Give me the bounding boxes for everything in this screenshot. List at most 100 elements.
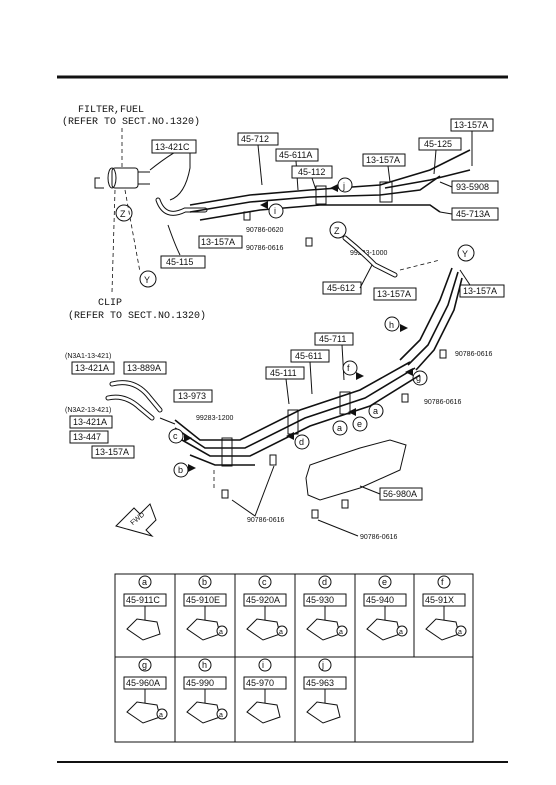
svg-text:c: c	[173, 431, 178, 441]
legend-part: 45-963	[306, 678, 334, 688]
label-45-712: 45-712	[237, 132, 279, 186]
svg-text:13-421C: 13-421C	[155, 142, 190, 152]
label-93-5908: 93-5908	[439, 180, 499, 194]
svg-text:90786-0616: 90786-0616	[424, 399, 461, 406]
clip-sketch	[126, 701, 161, 724]
label-45-711: 45-711	[314, 332, 354, 381]
svg-text:45-125: 45-125	[424, 139, 452, 149]
label-13-447: 13-447	[69, 430, 109, 444]
svg-text:56-980A: 56-980A	[383, 489, 417, 499]
bracket-56-980A: 56-980A 90786-0616	[305, 439, 423, 541]
label-45-713A: 45-713A	[439, 207, 499, 221]
clip-sketch	[425, 618, 460, 641]
label-45-611A: 45-611A	[275, 148, 319, 191]
clip-sketch	[186, 701, 221, 724]
clip-sketch	[306, 701, 341, 724]
callout-a-1: a	[368, 403, 384, 419]
legend-part: 45-930	[306, 595, 334, 605]
clip-sketch	[126, 618, 161, 641]
svg-text:45-612: 45-612	[327, 283, 355, 293]
legend-sub: a	[159, 712, 163, 719]
note-n3a1: (N3A1-13-421)	[65, 353, 111, 360]
label-45-111: 45-111	[265, 366, 305, 405]
label-13-157A-topright: 13-157A	[450, 118, 494, 166]
svg-text:h: h	[389, 320, 394, 330]
clip-sketch	[366, 618, 401, 641]
callout-c: c	[168, 428, 184, 444]
callout-i: i	[268, 203, 284, 219]
svg-text:13-157A: 13-157A	[201, 237, 235, 247]
lower-pipe-bundle	[174, 361, 421, 467]
legend-letter: b	[202, 577, 207, 587]
clip-sketch	[246, 701, 281, 724]
legend-part: 45-911C	[126, 595, 160, 605]
callout-j: j	[337, 177, 353, 193]
legend-part: 45-940	[366, 595, 394, 605]
svg-text:i: i	[274, 206, 276, 216]
legend-sub: a	[399, 629, 403, 636]
svg-text:45-115: 45-115	[166, 257, 193, 267]
bolt-90786-0616-d: 90786-0616	[221, 454, 284, 524]
svg-text:13-157A: 13-157A	[463, 286, 497, 296]
svg-text:45-712: 45-712	[241, 134, 269, 144]
legend-cells: a45-911Cb45-910Eac45-920Aad45-930ae45-94…	[123, 575, 467, 724]
svg-text:45-711: 45-711	[319, 334, 346, 344]
bolt-90786-0620: 90786-0620	[243, 211, 283, 234]
label-45-125: 45-125	[418, 137, 462, 175]
legend-letter: i	[262, 660, 264, 670]
svg-text:90786-0620: 90786-0620	[246, 227, 283, 234]
legend-letter: f	[441, 577, 444, 587]
fuel-filter	[94, 128, 191, 201]
legend-letter: c	[262, 577, 267, 587]
legend-cell-c: c 45-920A a	[243, 575, 288, 641]
filter-note-line2: (REFER TO SECT.NO.1320)	[62, 116, 200, 128]
label-13-157A-left: 13-157A	[198, 235, 243, 249]
svg-text:d: d	[299, 437, 304, 447]
callout-b: b	[173, 462, 189, 478]
legend-sub: a	[279, 629, 283, 636]
clip-note-line2: (REFER TO SECT.NO.1320)	[68, 310, 206, 322]
callout-y-left: Y	[139, 270, 157, 288]
svg-text:90786-0616: 90786-0616	[247, 517, 284, 524]
clip-99283-1200: 99283-1200	[196, 415, 233, 422]
legend-part: 45-970	[246, 678, 274, 688]
callout-d: d	[294, 434, 310, 450]
legend-sub: a	[219, 629, 223, 636]
legend-letter: j	[321, 660, 324, 670]
svg-text:13-157A: 13-157A	[366, 155, 400, 165]
svg-text:13-157A: 13-157A	[454, 120, 488, 130]
label-13-421A-2: 13-421A	[69, 415, 113, 429]
label-13-157A-mid: 13-157A	[362, 153, 406, 183]
svg-text:j: j	[342, 181, 345, 191]
label-13-157A-c: 13-157A	[373, 287, 417, 301]
callout-y-right: Y	[457, 244, 475, 262]
svg-text:a: a	[373, 406, 378, 416]
label-45-115: 45-115	[160, 255, 206, 269]
legend-part: 45-960A	[126, 678, 160, 688]
label-13-421C: 13-421C	[151, 139, 197, 154]
svg-text:90786-0616: 90786-0616	[360, 534, 397, 541]
svg-text:45-112: 45-112	[298, 167, 325, 177]
label-13-157A-bottomleft: 13-157A	[91, 445, 135, 459]
legend-part: 45-990	[186, 678, 214, 688]
svg-text:g: g	[416, 373, 421, 383]
legend-sub: a	[458, 629, 462, 636]
svg-text:Z: Z	[120, 209, 126, 219]
callout-e: e	[352, 416, 368, 432]
legend-part: 45-91X	[425, 595, 454, 605]
right-pipe-bundle	[399, 267, 463, 371]
svg-text:f: f	[347, 363, 350, 373]
callout-z-left: Z	[115, 204, 133, 222]
label-13-157A-right: 13-157A	[459, 269, 505, 298]
legend-part: 45-920A	[246, 595, 280, 605]
svg-text:e: e	[357, 419, 362, 429]
legend-cell-f: f 45-91X a	[422, 575, 467, 641]
legend-letter: d	[322, 577, 327, 587]
clip-sketch	[306, 618, 341, 641]
svg-text:a: a	[337, 423, 342, 433]
svg-text:13-447: 13-447	[73, 432, 101, 442]
svg-text:FWD: FWD	[129, 511, 146, 527]
